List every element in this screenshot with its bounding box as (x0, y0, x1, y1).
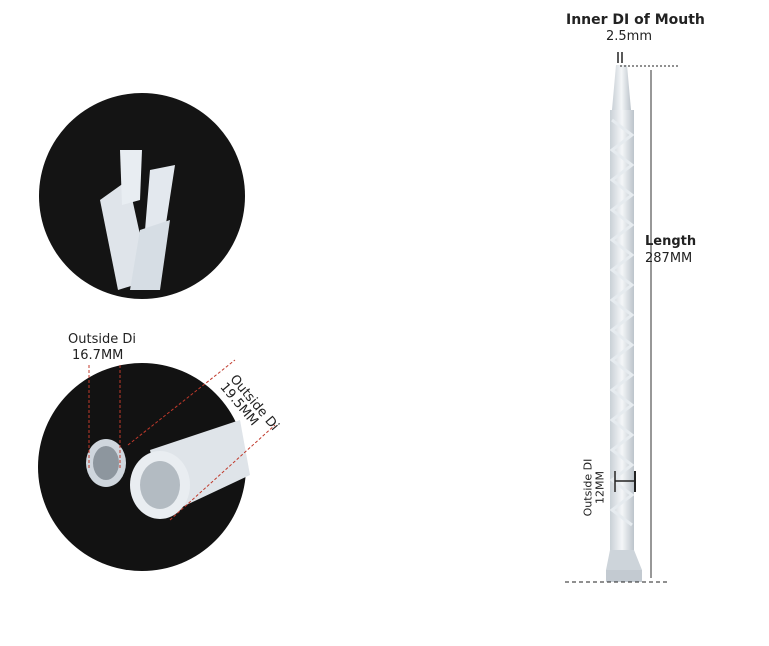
outside-diameter-small-value: 12MM (593, 471, 607, 504)
length-value: 287MM (645, 251, 693, 266)
nozzle-tip-photo (39, 93, 245, 299)
length-title: Length (645, 234, 697, 249)
mouth-diameter-value: 2.5mm (606, 29, 653, 44)
outside-diameter-a-value: 16.7MM (72, 348, 124, 363)
outside-diameter-a-title: Outside Di (68, 332, 136, 347)
dimension-lines (565, 52, 680, 583)
tube-ends-photo (38, 363, 250, 571)
mixer-tube (606, 65, 642, 582)
mouth-diameter-title: Inner DI of Mouth (566, 12, 705, 28)
dimension-leaders (88, 359, 276, 521)
